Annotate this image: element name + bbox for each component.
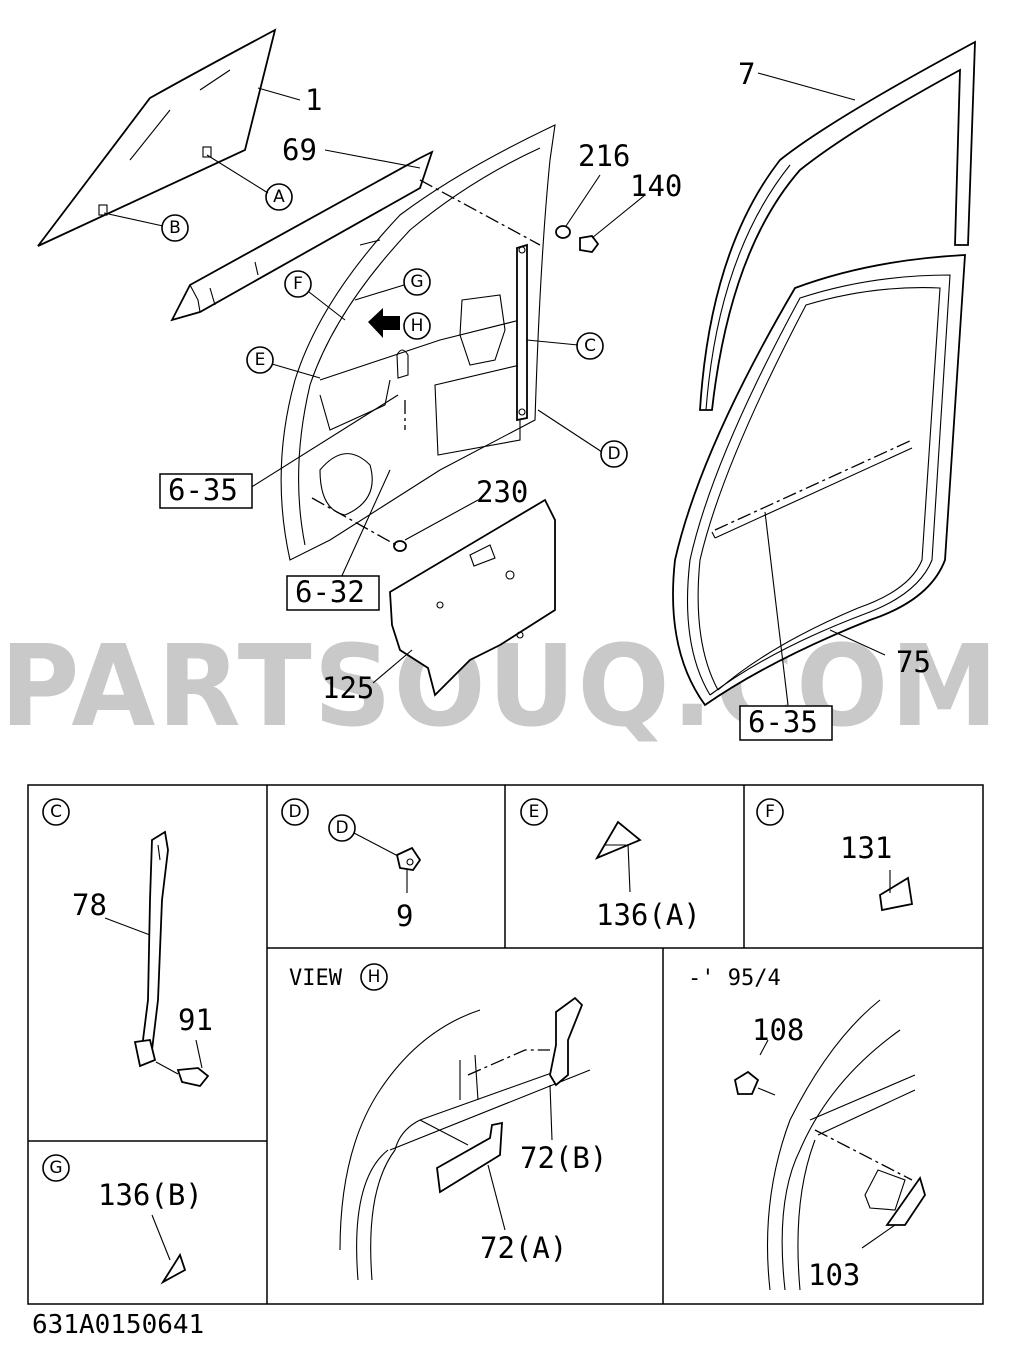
panel-f: F 131 bbox=[756, 798, 914, 912]
weatherstrip-upper bbox=[699, 40, 976, 411]
bolt-140 bbox=[579, 235, 600, 253]
ref-6-32: 6-32 bbox=[295, 575, 365, 609]
callout-216: 216 bbox=[578, 139, 630, 173]
part-72b: 72(B) bbox=[520, 1141, 607, 1175]
detail-grid bbox=[27, 784, 984, 1305]
callout-75: 75 bbox=[896, 645, 931, 679]
date-panel-title: -' 95/4 bbox=[688, 966, 781, 991]
arrow-h-indicator bbox=[368, 308, 400, 338]
svg-text:F: F bbox=[293, 274, 303, 294]
marker-e: E bbox=[246, 346, 274, 374]
diagram-code: 631A0150641 bbox=[32, 1310, 204, 1340]
part-9: 9 bbox=[396, 899, 413, 933]
ref-6-35-b: 6-35 bbox=[748, 705, 818, 739]
marker-c: C bbox=[576, 332, 604, 360]
svg-text:A: A bbox=[273, 187, 285, 207]
svg-text:H: H bbox=[411, 316, 424, 336]
part-91: 91 bbox=[178, 1003, 213, 1037]
part-131: 131 bbox=[840, 831, 892, 865]
callout-69: 69 bbox=[282, 133, 317, 167]
svg-text:D: D bbox=[607, 444, 620, 464]
panel-d: D D 9 bbox=[281, 798, 422, 933]
door-trim-panel bbox=[389, 498, 556, 697]
marker-h: H bbox=[403, 312, 431, 340]
panel-view-h: VIEW H 72(B) 72(A) bbox=[289, 963, 607, 1281]
svg-text:C: C bbox=[584, 336, 596, 356]
callout-125: 125 bbox=[322, 671, 374, 705]
callout-140: 140 bbox=[630, 169, 682, 203]
svg-text:B: B bbox=[169, 218, 181, 238]
svg-text:C: C bbox=[50, 802, 62, 822]
svg-text:E: E bbox=[255, 350, 266, 370]
svg-text:G: G bbox=[410, 272, 423, 292]
marker-b: B bbox=[161, 214, 189, 242]
callout-1: 1 bbox=[305, 83, 322, 117]
svg-text:D: D bbox=[288, 802, 301, 822]
panel-e: E 136(A) bbox=[520, 798, 701, 932]
marker-a: A bbox=[265, 183, 293, 211]
part-136a: 136(A) bbox=[596, 898, 701, 932]
callout-7: 7 bbox=[738, 57, 755, 91]
view-h-title: VIEW bbox=[289, 966, 343, 991]
part-108: 108 bbox=[752, 1013, 804, 1047]
washer-216 bbox=[555, 225, 571, 239]
marker-f: F bbox=[284, 270, 312, 298]
grommet-230 bbox=[393, 540, 407, 552]
svg-text:D: D bbox=[335, 818, 348, 838]
svg-text:H: H bbox=[368, 967, 381, 987]
part-78: 78 bbox=[72, 888, 107, 922]
belt-molding-part bbox=[170, 150, 434, 322]
svg-text:G: G bbox=[49, 1158, 62, 1178]
callout-230: 230 bbox=[476, 475, 528, 509]
window-glass-part bbox=[37, 28, 277, 247]
marker-g: G bbox=[403, 268, 431, 296]
marker-d: D bbox=[600, 440, 628, 468]
run-channel-part bbox=[516, 243, 528, 422]
part-72a: 72(A) bbox=[480, 1231, 567, 1265]
panel-g: G 136(B) bbox=[42, 1154, 203, 1285]
ref-6-35-a: 6-35 bbox=[168, 473, 238, 507]
weatherstrip-door bbox=[672, 254, 966, 707]
door-frame bbox=[280, 124, 556, 561]
panel-date: -' 95/4 108 103 bbox=[688, 966, 926, 1292]
svg-text:F: F bbox=[765, 802, 775, 822]
panel-c: C 78 91 bbox=[42, 798, 213, 1088]
part-136b: 136(B) bbox=[98, 1178, 203, 1212]
svg-text:E: E bbox=[529, 802, 540, 822]
part-103: 103 bbox=[808, 1258, 860, 1292]
